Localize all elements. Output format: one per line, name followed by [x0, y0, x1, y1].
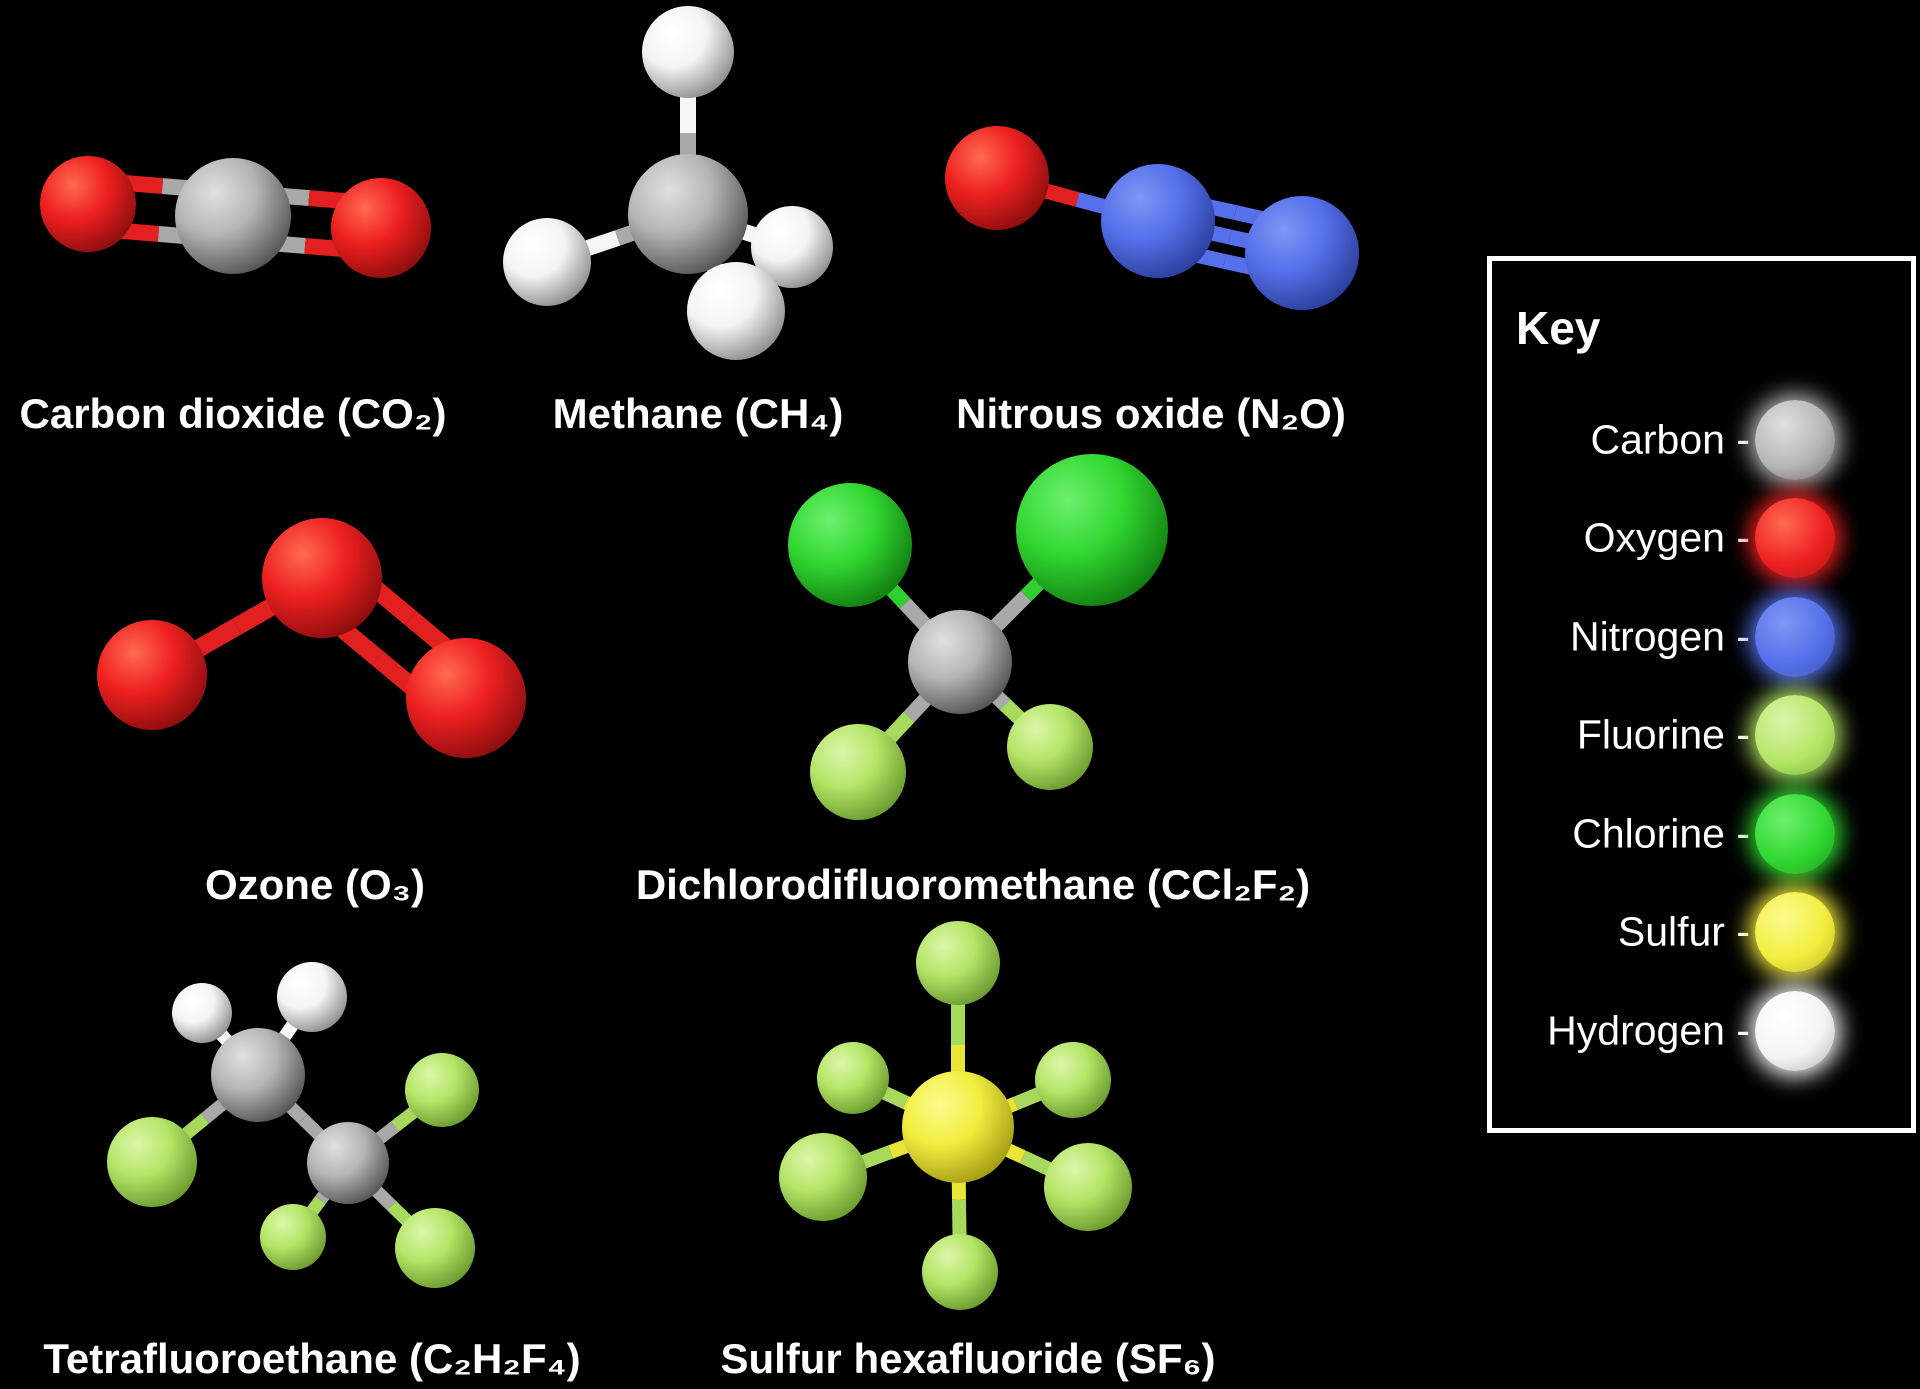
- tetrafluoroethane-atoms: [107, 962, 479, 1288]
- fluorine-atom: [922, 1234, 998, 1310]
- hydrogen-color-swatch: [1755, 991, 1835, 1071]
- key-label-oxygen: Oxygen -: [1583, 514, 1750, 561]
- carbon-atom: [908, 610, 1012, 714]
- fluorine-atom: [1044, 1143, 1132, 1231]
- fluorine-atom: [395, 1208, 475, 1288]
- oxygen-atom: [945, 126, 1049, 230]
- molecule-label-dichlorodifluoromethane: Dichlorodifluoromethane (CCl₂F₂): [635, 861, 1311, 908]
- carbon-atom: [175, 158, 291, 274]
- fluorine-atom: [817, 1042, 889, 1114]
- molecule-methane: [503, 6, 833, 360]
- sulfur-color-swatch: [1755, 892, 1835, 972]
- molecule-label-nitrous-oxide: Nitrous oxide (N₂O): [956, 390, 1346, 437]
- molecule-carbon-dioxide: [40, 156, 431, 278]
- key-label-fluorine: Fluorine -: [1576, 711, 1750, 758]
- molecule-label-methane: Methane (CH₄): [552, 390, 844, 437]
- key-label-carbon: Carbon -: [1590, 416, 1750, 463]
- nitrogen-atom: [1101, 164, 1215, 278]
- methane-atoms: [503, 6, 833, 360]
- molecule-tetrafluoroethane: [107, 962, 479, 1288]
- hydrogen-atom: [751, 206, 833, 288]
- hydrogen-atom: [503, 218, 591, 306]
- nitrogen-color-swatch: [1755, 597, 1835, 677]
- carbon-dioxide-atoms: [40, 156, 431, 278]
- chlorine-atom: [1016, 454, 1168, 606]
- key-label-nitrogen: Nitrogen -: [1569, 613, 1750, 660]
- oxygen-atom: [406, 638, 526, 758]
- fluorine-atom: [260, 1204, 326, 1270]
- carbon-atom: [628, 154, 748, 274]
- dichlorodifluoromethane-atoms: [788, 454, 1168, 820]
- sulfur-hexafluoride-atoms: [779, 921, 1132, 1310]
- chlorine-atom: [788, 483, 912, 607]
- molecule-label-tetrafluoroethane: Tetrafluoroethane (C₂H₂F₄): [43, 1335, 581, 1382]
- ozone-atoms: [97, 518, 526, 758]
- key-title: Key: [1516, 302, 1601, 354]
- oxygen-atom: [331, 178, 431, 278]
- molecule-dichlorodifluoromethane: [788, 454, 1168, 820]
- key-label-hydrogen: Hydrogen -: [1547, 1007, 1750, 1054]
- hydrogen-atom: [277, 962, 347, 1032]
- oxygen-atom: [262, 518, 382, 638]
- fluorine-atom: [107, 1117, 197, 1207]
- hydrogen-atom: [687, 262, 785, 360]
- molecule-nitrous-oxide: [945, 126, 1359, 310]
- fluorine-atom: [1007, 704, 1093, 790]
- fluorine-atom: [810, 724, 906, 820]
- key-label-sulfur: Sulfur -: [1617, 908, 1750, 955]
- hydrogen-atom: [642, 6, 734, 98]
- molecule-sulfur-hexafluoride: [779, 921, 1132, 1310]
- fluorine-atom: [1035, 1042, 1111, 1118]
- molecule-label-ozone: Ozone (O₃): [204, 861, 426, 908]
- fluorine-atom: [779, 1133, 867, 1221]
- key-panel: Key Carbon - Oxygen - Nitrogen - Fluorine -…: [1487, 256, 1916, 1133]
- molecule-label-sulfur-hexafluoride: Sulfur hexafluoride (SF₆): [720, 1335, 1216, 1382]
- sulfur-atom: [902, 1071, 1014, 1183]
- carbon-atom: [307, 1122, 389, 1204]
- key-label-chlorine: Chlorine -: [1572, 810, 1750, 857]
- carbon-color-swatch: [1755, 400, 1835, 480]
- fluorine-atom: [405, 1053, 479, 1127]
- oxygen-color-swatch: [1755, 498, 1835, 578]
- oxygen-atom: [40, 156, 136, 252]
- chlorine-color-swatch: [1755, 794, 1835, 874]
- oxygen-atom: [97, 620, 207, 730]
- fluorine-color-swatch: [1755, 695, 1835, 775]
- molecule-label-carbon-dioxide: Carbon dioxide (CO₂): [19, 390, 447, 437]
- hydrogen-atom: [172, 983, 232, 1043]
- fluorine-atom: [916, 921, 1000, 1005]
- carbon-atom: [211, 1028, 305, 1122]
- nitrogen-atom: [1245, 196, 1359, 310]
- molecule-ozone: [97, 518, 526, 758]
- nitrous-oxide-atoms: [945, 126, 1359, 310]
